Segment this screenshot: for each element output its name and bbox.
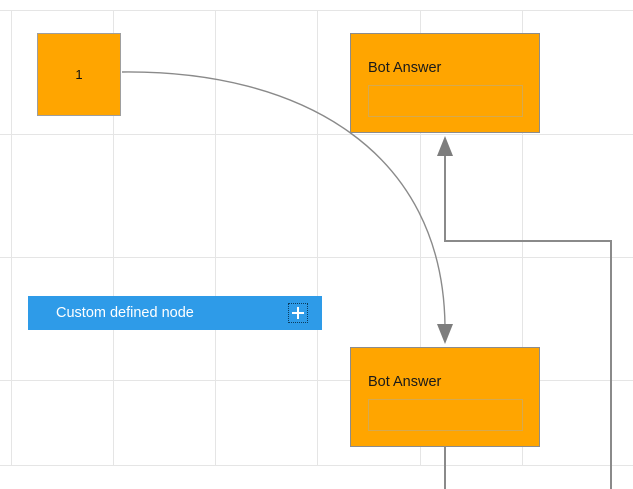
orthogonal-connector-arrowhead: [437, 136, 453, 156]
plus-icon[interactable]: [288, 303, 308, 323]
custom-defined-node-label: Custom defined node: [56, 304, 194, 321]
orthogonal-connector-route[interactable]: [444, 154, 612, 489]
bot-answer-title: Bot Answer: [368, 60, 442, 76]
curved-connector[interactable]: [121, 71, 446, 327]
bot-answer-message-slot[interactable]: [368, 399, 523, 431]
start-node-label: 1: [75, 67, 83, 82]
custom-defined-node[interactable]: Custom defined node: [28, 296, 322, 330]
bot-answer-message-slot[interactable]: [368, 85, 523, 117]
curved-connector-arrowhead: [437, 324, 453, 344]
start-node[interactable]: 1: [37, 33, 121, 116]
bot-answer-node-top[interactable]: Bot Answer: [350, 33, 540, 133]
bot-answer-node-bottom[interactable]: Bot Answer: [350, 347, 540, 447]
bot-answer-title: Bot Answer: [368, 374, 442, 390]
